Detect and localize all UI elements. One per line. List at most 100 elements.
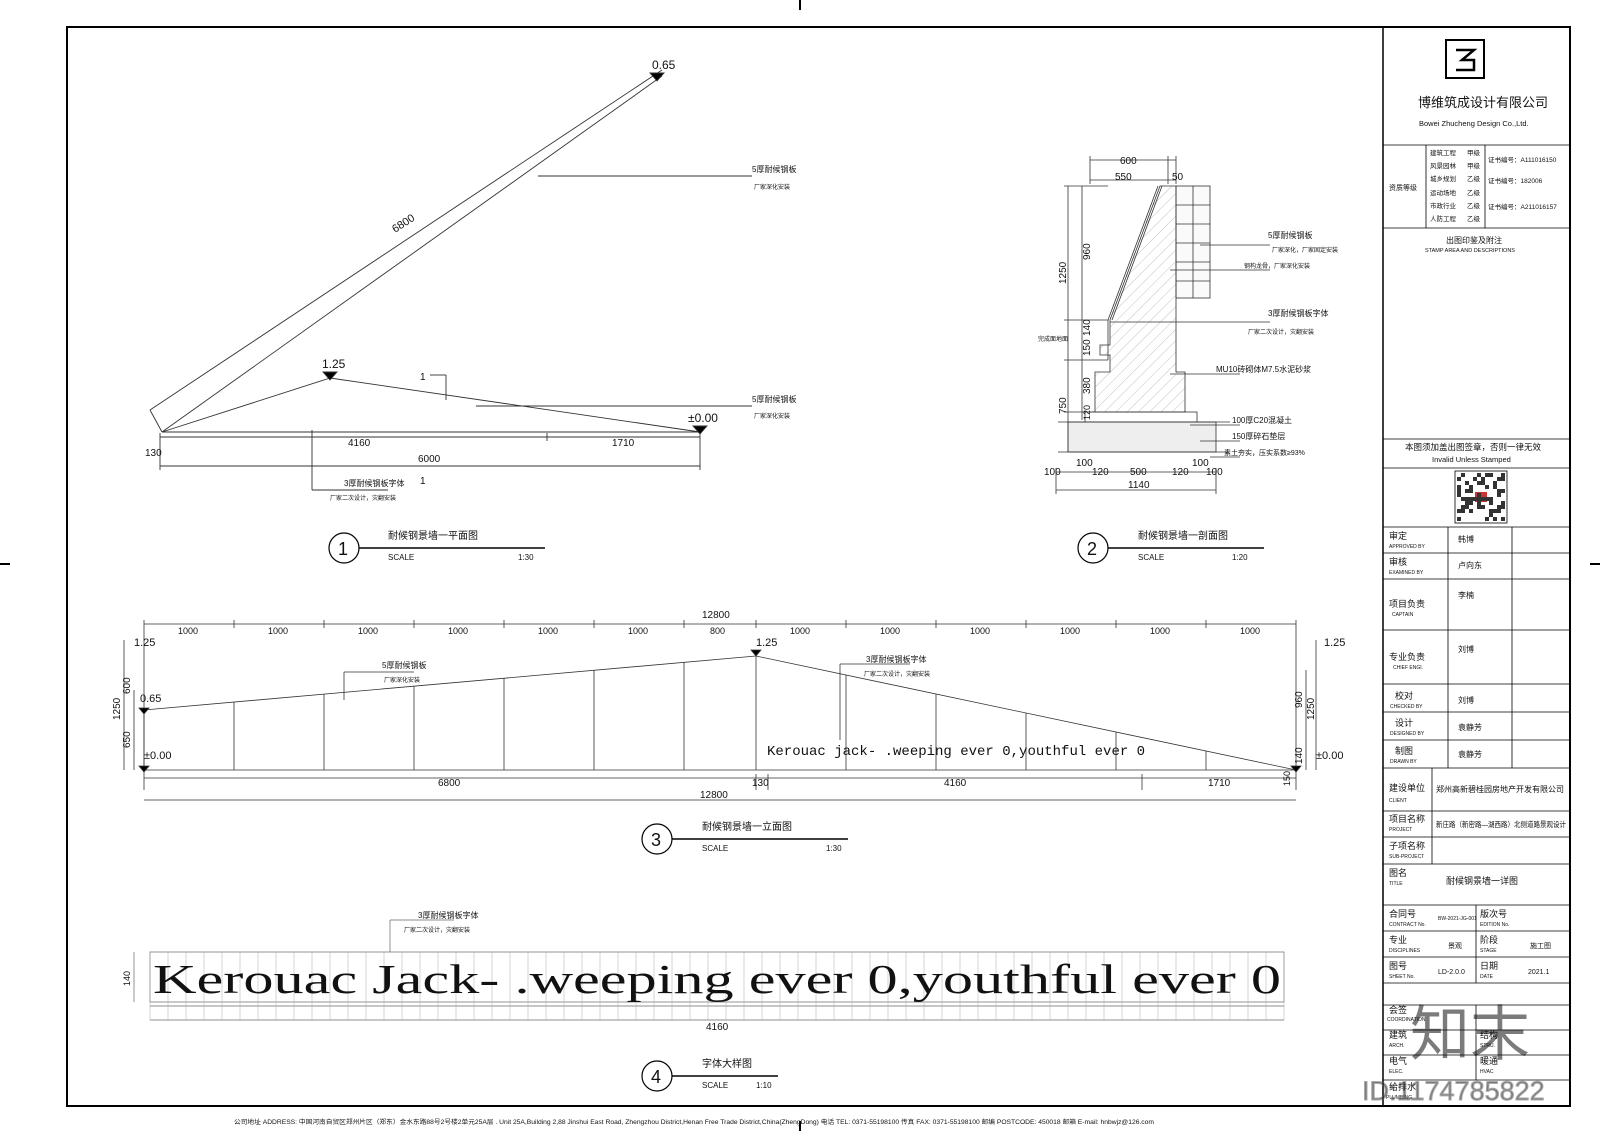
qual-field-1: 建筑工程 bbox=[1430, 148, 1457, 157]
qr-cell bbox=[1469, 489, 1473, 493]
cosign-arch: 建筑 bbox=[1389, 1029, 1407, 1040]
section-dim-750: 750 bbox=[1058, 397, 1069, 414]
plan-note-3: 3厚耐候钢板字体 bbox=[344, 478, 404, 488]
caption-3-title: 耐候钢景墙一立面图 bbox=[702, 820, 792, 833]
client-value: 郑州高新碧桂园房地产开发有限公司 bbox=[1436, 784, 1564, 794]
plan-level-top: 0.65 bbox=[652, 58, 676, 72]
qr-cell bbox=[1477, 505, 1481, 509]
section-note-5: 100厚C20混凝土 bbox=[1232, 415, 1292, 425]
section-note-3b: 厂家二次设计，灾翻安装 bbox=[1248, 328, 1314, 336]
discipline-label-en: DISCIPLINES bbox=[1389, 948, 1421, 954]
qr-cell bbox=[1501, 501, 1505, 505]
caption-2-num: 2 bbox=[1087, 539, 1097, 559]
qr-cell bbox=[1477, 473, 1481, 477]
elev-seg-9: 1000 bbox=[880, 626, 900, 636]
qr-cell bbox=[1497, 505, 1501, 509]
discipline-label: 专业 bbox=[1389, 934, 1407, 945]
qr-cell bbox=[1485, 517, 1489, 521]
qr-cell bbox=[1461, 509, 1465, 513]
contract-label: 合同号 bbox=[1389, 908, 1416, 919]
qr-cell bbox=[1481, 477, 1485, 481]
sig-approved-en: APPROVED BY bbox=[1389, 544, 1426, 550]
sig-drawn-en: DRAWN BY bbox=[1390, 759, 1417, 765]
sig-drawn-name: 袁静芳 bbox=[1458, 749, 1482, 759]
qr-cell bbox=[1501, 517, 1505, 521]
sig-checked-cn: 校对 bbox=[1395, 690, 1413, 701]
sig-approved-name: 韩博 bbox=[1458, 534, 1474, 544]
qualification-label: 资质等级 bbox=[1389, 183, 1417, 192]
title-label-en: TITLE bbox=[1389, 881, 1403, 887]
signature-rows: 审定 APPROVED BY 韩博 审核 EXAMINED BY 卢向东 项目负… bbox=[1389, 530, 1482, 765]
qr-cell bbox=[1465, 501, 1469, 505]
qr-cell bbox=[1497, 489, 1501, 493]
qual-grade-1: 甲级 bbox=[1467, 148, 1481, 157]
cosign-label-en: COORDINATION bbox=[1387, 1017, 1426, 1023]
watermark-logo: 知末 bbox=[1410, 1001, 1530, 1068]
qr-cell bbox=[1501, 473, 1505, 477]
stage-label: 阶段 bbox=[1480, 934, 1498, 945]
section-note-6: 150厚碎石垫层 bbox=[1232, 431, 1285, 441]
qr-cell bbox=[1485, 497, 1489, 501]
sheet-info: 合同号 CONTRACT No. BW-2021-JG-001 版次号 EDIT… bbox=[1389, 908, 1551, 980]
elev-seg-12: 1000 bbox=[1150, 626, 1170, 636]
qr-cell bbox=[1477, 501, 1481, 505]
elev-note-2: 3厚耐候钢板字体 bbox=[866, 654, 926, 664]
caption-4-scale-label: SCALE bbox=[702, 1081, 728, 1090]
watermark: 知末 ID:1174785822 bbox=[1362, 1001, 1546, 1107]
sheet-value: LD-2.0.0 bbox=[1438, 969, 1465, 976]
qr-cell bbox=[1497, 477, 1501, 481]
plan-note-1: 5厚耐候钢板 bbox=[752, 164, 796, 174]
cosign-label: 会签 bbox=[1389, 1004, 1407, 1015]
elev-wall-text: Kerouac jack- .weeping ever 0,youthful e… bbox=[767, 744, 1145, 760]
sig-captain-en: CAPTAIN bbox=[1392, 612, 1414, 618]
section-bot-6: 100 bbox=[1192, 458, 1209, 469]
caption-3-scale-label: SCALE bbox=[702, 844, 728, 853]
qr-cell bbox=[1465, 505, 1469, 509]
section-dim-380: 380 bbox=[1082, 377, 1093, 394]
plan-dim-total: 6000 bbox=[418, 454, 441, 465]
discipline-value: 景观 bbox=[1448, 942, 1462, 950]
font-detail-note-b: 厂家二次设计，灾翻安装 bbox=[404, 926, 470, 934]
qual-grade-4: 乙级 bbox=[1467, 188, 1481, 197]
stage-label-en: STAGE bbox=[1480, 948, 1497, 954]
plan-dim-start: 130 bbox=[145, 448, 162, 459]
section-note-1b: 厂家深化，厂家固定安装 bbox=[1272, 246, 1338, 254]
cosign-rows: 会签 COORDINATION 建筑 ARCH. 结构 STRU. 电气 ELE… bbox=[1386, 1004, 1498, 1101]
caption-2-scale: 1:20 bbox=[1232, 553, 1248, 562]
caption-4-num: 4 bbox=[651, 1067, 661, 1087]
section-dim-150: 150 bbox=[1082, 339, 1093, 356]
plan-level-end: ±0.00 bbox=[688, 411, 718, 425]
qr-cell bbox=[1469, 501, 1473, 505]
section-dim-top-600: 600 bbox=[1120, 156, 1137, 167]
caption-1-scale: 1:30 bbox=[518, 553, 534, 562]
client-label: 建设单位 bbox=[1389, 782, 1425, 793]
elev-bot-total: 12800 bbox=[700, 790, 728, 801]
subproject-label-en: SUB-PROJECT bbox=[1389, 854, 1424, 860]
qual-cert-3: 证书编号：182006 bbox=[1488, 176, 1543, 185]
section-note-1: 5厚耐候钢板 bbox=[1268, 230, 1312, 240]
elev-right-dim-960: 960 bbox=[1294, 691, 1305, 708]
elevation-top-ticks bbox=[233, 620, 1207, 628]
cosign-plumbing: 给排水 bbox=[1389, 1081, 1416, 1092]
stage-value: 施工图 bbox=[1530, 941, 1551, 950]
plan-view-drawing bbox=[149, 69, 752, 491]
qr-cell bbox=[1493, 517, 1497, 521]
section-bot-2: 100 bbox=[1076, 458, 1093, 469]
plan-section-mark-top: 1 bbox=[420, 372, 426, 383]
qr-cell bbox=[1489, 497, 1493, 501]
elev-bot-4160: 4160 bbox=[944, 778, 967, 789]
qr-cell bbox=[1465, 489, 1469, 493]
plan-dim-4160: 4160 bbox=[348, 438, 371, 449]
elev-level-right-top: 1.25 bbox=[1324, 637, 1345, 649]
qr-cell bbox=[1485, 485, 1489, 489]
caption-3-num: 3 bbox=[651, 830, 661, 850]
elev-seg-4: 1000 bbox=[448, 626, 468, 636]
sig-captain-cn: 项目负责 bbox=[1389, 598, 1425, 609]
elev-bot-1710: 1710 bbox=[1208, 778, 1231, 789]
cosign-elec-en: ELEC. bbox=[1389, 1069, 1403, 1075]
date-value: 2021.1 bbox=[1528, 969, 1550, 976]
caption-4-title: 字体大样图 bbox=[702, 1057, 752, 1070]
section-dim-140: 140 bbox=[1082, 319, 1093, 336]
